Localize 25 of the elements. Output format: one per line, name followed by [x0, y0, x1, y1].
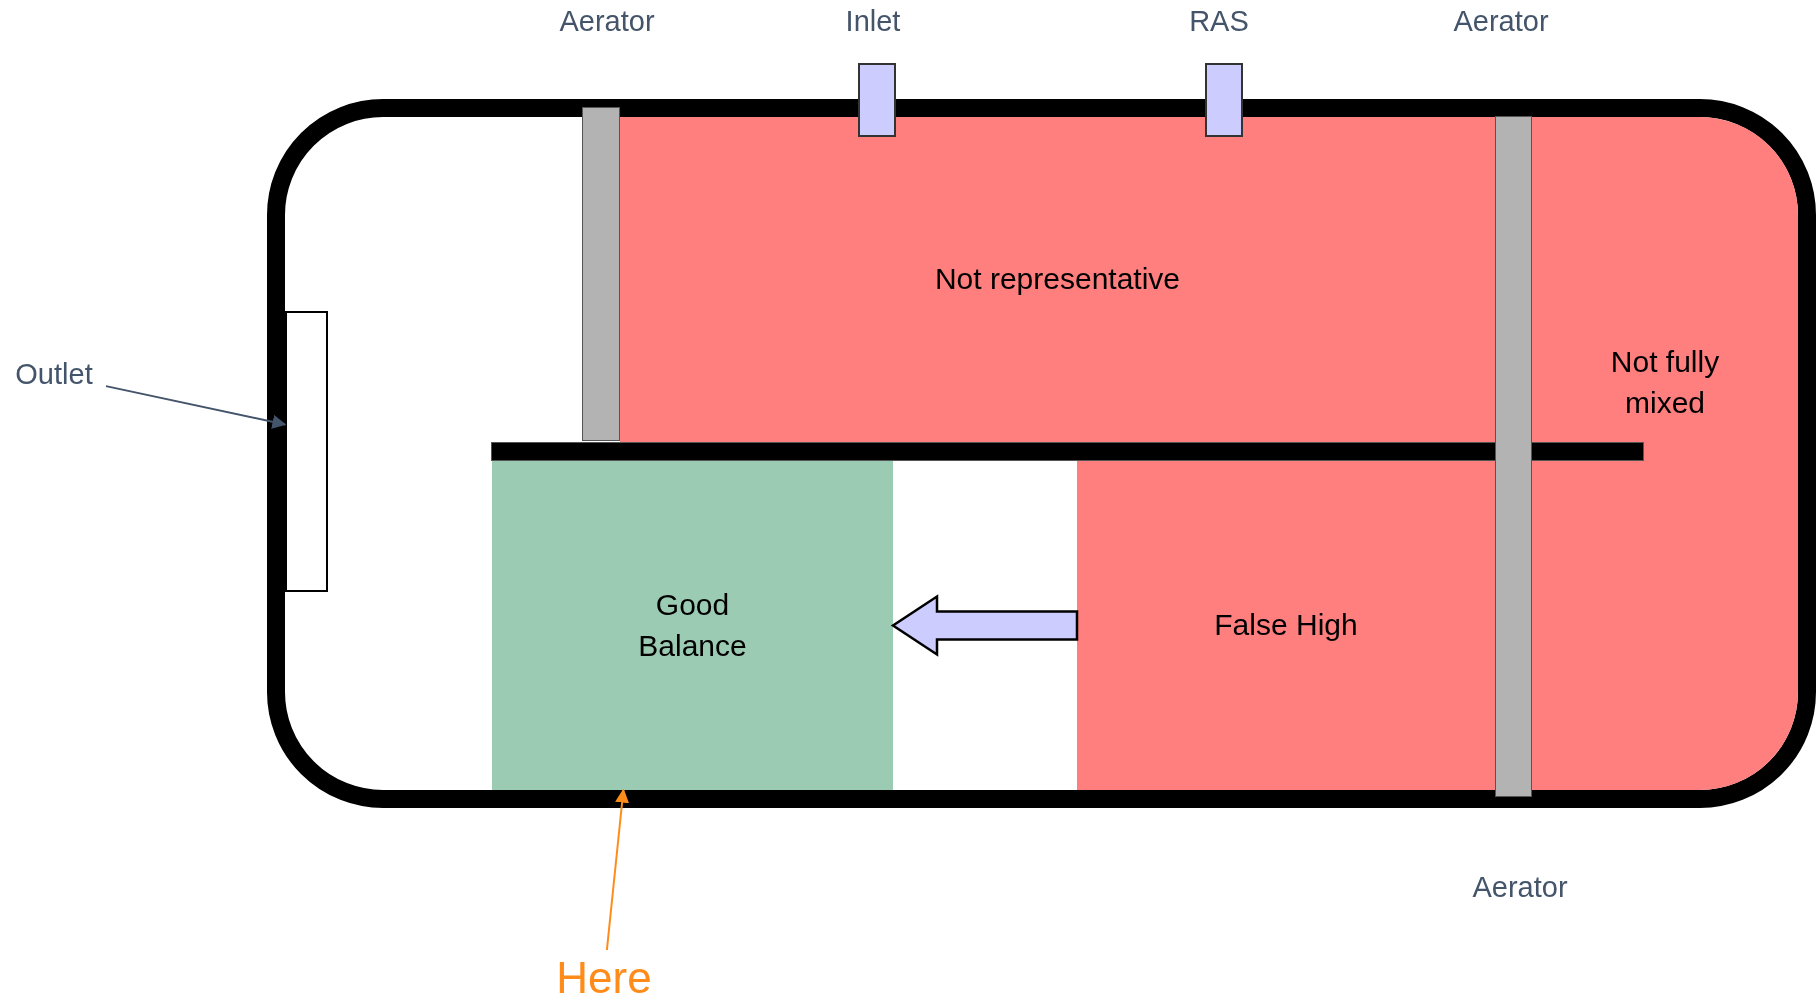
block-arrow — [890, 594, 1079, 657]
arrow — [605, 788, 630, 951]
zone-label: Not fully mixed — [1609, 344, 1721, 421]
zone-region — [1532, 117, 1798, 790]
zone-label: Not representative — [934, 261, 1181, 298]
part-label: Aerator — [1472, 870, 1568, 904]
tank-outline — [267, 99, 1816, 808]
divider-wall — [491, 442, 1644, 461]
ras-pipe — [1205, 63, 1243, 137]
outlet-box — [285, 311, 328, 592]
arrow — [105, 385, 287, 429]
zone-label: Good Balance — [637, 587, 748, 664]
part-label: Inlet — [845, 4, 901, 38]
part-label: Outlet — [15, 357, 93, 393]
part-label: RAS — [1189, 4, 1249, 38]
aerator-bar — [1495, 116, 1532, 797]
zone-region — [1077, 461, 1495, 790]
zone-region — [620, 117, 1495, 442]
zone-label: False High — [1213, 607, 1359, 644]
part-label: Aerator — [559, 4, 655, 38]
part-label: Aerator — [1453, 4, 1549, 38]
aerator-bar — [582, 107, 620, 441]
zone-region — [492, 461, 893, 790]
inlet-pipe — [858, 63, 896, 137]
part-label: Here — [556, 952, 652, 1005]
